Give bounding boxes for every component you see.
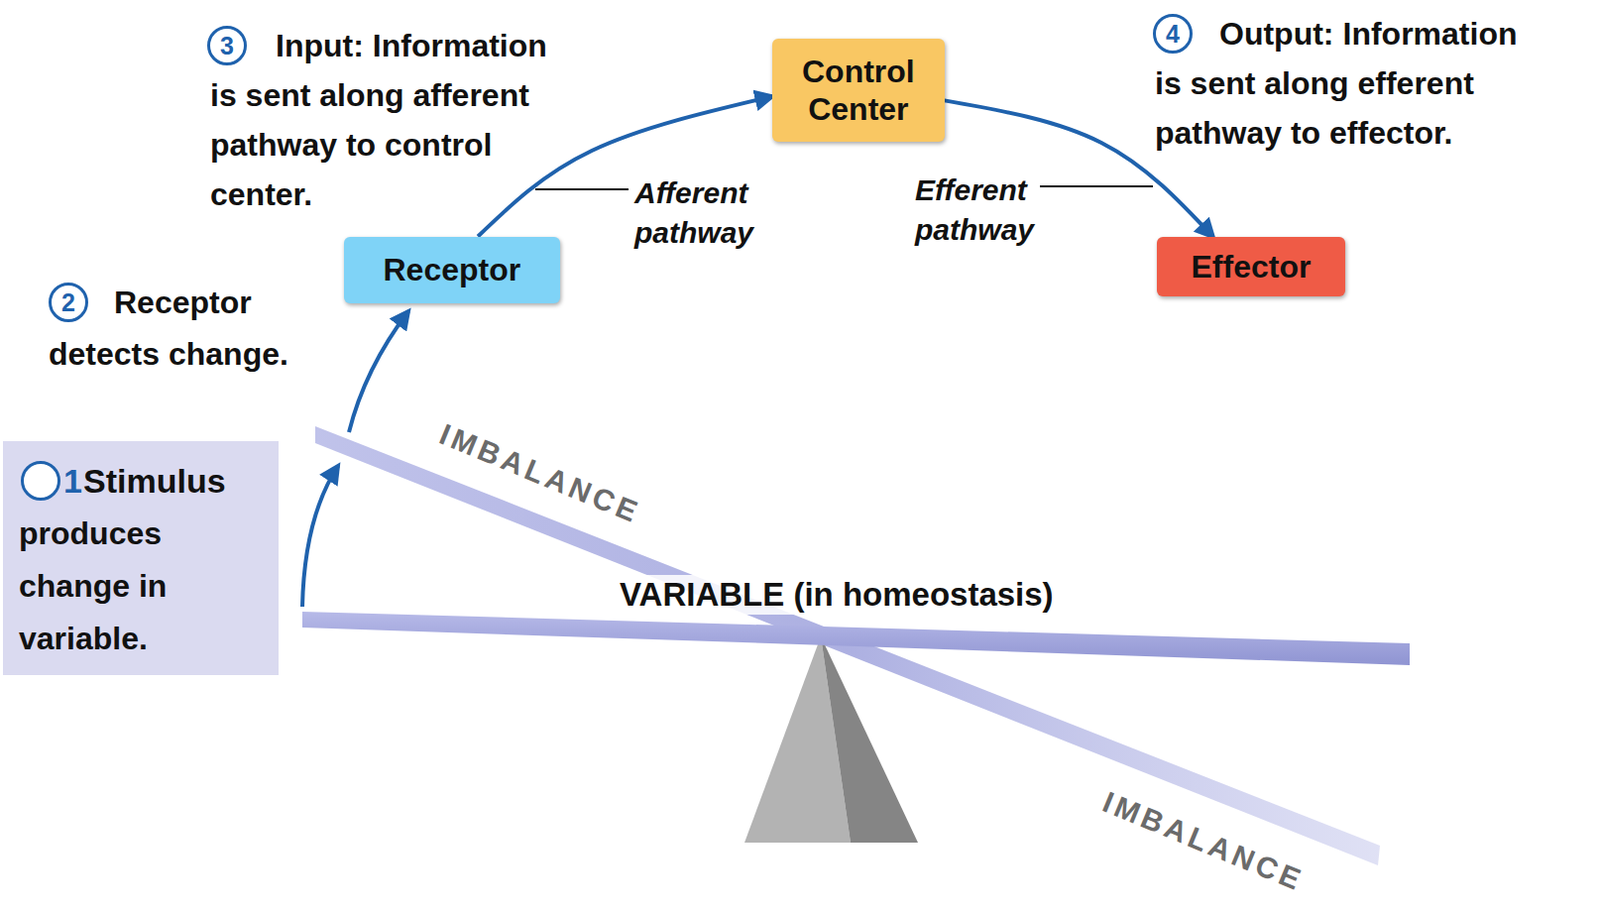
detect-arrow: [348, 311, 409, 433]
leader-line: [1039, 185, 1153, 188]
pathway-label: Efferent pathway: [914, 170, 1034, 250]
callout-number: 2: [48, 282, 89, 323]
control-center-box: Control Center: [772, 38, 945, 142]
imbalance-label: IMBALANCE: [434, 416, 646, 532]
step-heading: Input:: [275, 20, 364, 71]
callout-number: 4: [1152, 13, 1193, 54]
callout-number: 3: [220, 33, 234, 59]
step-heading: Output:: [1219, 8, 1335, 59]
step-description: Output:Information is sent along efferen…: [1154, 8, 1537, 158]
node-heading: Control Center: [801, 52, 915, 128]
node-text: produces change in variable.: [18, 507, 237, 666]
step-description: Input:Information is sent along afferent…: [210, 20, 568, 220]
pathway-label: Afferent pathway: [634, 173, 754, 253]
variable-label: VARIABLE (in homeostasis): [613, 574, 1060, 615]
receptor-box: Receptor: [343, 236, 562, 304]
leader-line: [535, 188, 629, 191]
fulcrum-right-face: [820, 636, 918, 843]
callout-number: 3: [207, 25, 247, 66]
step-text: detects change.: [48, 334, 289, 374]
step-heading: Receptor: [114, 282, 252, 323]
callout-number: 2: [61, 290, 76, 316]
step-text: Information is sent along afferent pathw…: [210, 27, 548, 213]
level-beam: [302, 611, 1410, 666]
node-heading: Effector: [1191, 248, 1312, 285]
callout-number: 1: [20, 460, 61, 501]
imbalance-label: IMBALANCE: [1097, 784, 1309, 900]
node-heading: Receptor: [383, 252, 522, 288]
callout-number: 1: [0, 463, 83, 498]
stimulus-panel: Stimulusproduces change in variable.1: [2, 441, 279, 676]
effector-box: Effector: [1156, 236, 1347, 297]
callout-number: 4: [1165, 21, 1180, 47]
step-text: Information is sent along efferent pathw…: [1154, 15, 1517, 151]
stimulus-arrow: [302, 465, 339, 607]
